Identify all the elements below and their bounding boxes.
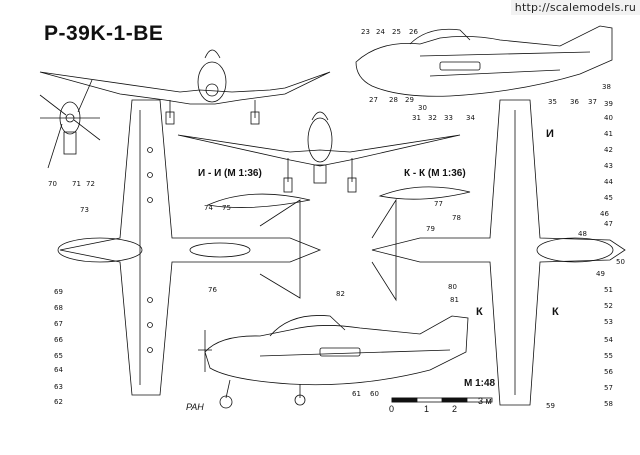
callout-number: 80 — [448, 283, 457, 291]
callout-number: 32 — [428, 114, 437, 122]
callout-number: 58 — [604, 400, 613, 408]
side-view-main — [198, 315, 469, 409]
callout-number: 66 — [54, 336, 63, 344]
front-view-aircraft — [39, 49, 331, 125]
callout-number: 53 — [604, 318, 613, 326]
watermark-text: http://scalemodels.ru — [510, 0, 640, 15]
callout-number: 40 — [604, 114, 613, 122]
callout-number: 28 — [389, 96, 398, 104]
callout-number: 63 — [54, 383, 63, 391]
callout-number: 45 — [604, 194, 613, 202]
author-signature: РАН — [186, 402, 204, 412]
callout-number: 76 — [208, 286, 217, 294]
front-view-small — [39, 79, 101, 169]
callout-number: 73 — [80, 206, 89, 214]
section-mark-k-left: К — [476, 306, 483, 318]
callout-number: 26 — [409, 28, 418, 36]
callout-number: 60 — [370, 390, 379, 398]
callout-number: 49 — [596, 270, 605, 278]
callout-number: 24 — [376, 28, 385, 36]
callout-number: 48 — [578, 230, 587, 238]
scale-tick-1: 1 — [424, 404, 430, 414]
callout-number: 25 — [392, 28, 401, 36]
callout-number: 27 — [369, 96, 378, 104]
callout-number: 30 — [418, 104, 427, 112]
callout-number: 62 — [54, 398, 63, 406]
drawing-title: P-39K-1-BE — [44, 22, 164, 45]
callout-number: 35 — [548, 98, 557, 106]
callout-number: 29 — [405, 96, 414, 104]
callout-number: 57 — [604, 384, 613, 392]
callout-number: 38 — [602, 83, 611, 91]
callout-number: 39 — [604, 100, 613, 108]
section-mark-k-right: К — [552, 306, 559, 318]
callout-number: 69 — [54, 288, 63, 296]
plan-view-left — [57, 99, 322, 396]
section-label-kk: К - К (М 1:36) — [404, 168, 466, 179]
callout-number: 75 — [222, 204, 231, 212]
callout-number: 46 — [600, 210, 609, 218]
callout-number: 54 — [604, 336, 613, 344]
callout-number: 77 — [434, 200, 443, 208]
callout-number: 82 — [336, 290, 345, 298]
front-view-large — [177, 111, 461, 193]
plan-view-right — [371, 99, 626, 406]
section-kk — [378, 186, 471, 200]
callout-number: 71 — [72, 180, 81, 188]
scale-tick-3: 3 м — [478, 396, 492, 406]
callout-number: 47 — [604, 220, 613, 228]
callout-number: 44 — [604, 178, 613, 186]
callout-number: 31 — [412, 114, 421, 122]
callout-number: 65 — [54, 352, 63, 360]
callout-number: 61 — [352, 390, 361, 398]
callout-number: 68 — [54, 304, 63, 312]
scale-tick-0: 0 — [389, 404, 395, 414]
callout-number: 52 — [604, 302, 613, 310]
section-mark-i: И — [546, 128, 554, 140]
callout-number: 50 — [616, 258, 625, 266]
side-view-top — [355, 25, 613, 97]
callout-number: 51 — [604, 286, 613, 294]
scale-tick-2: 2 — [452, 404, 458, 414]
callout-number: 67 — [54, 320, 63, 328]
callout-number: 70 — [48, 180, 57, 188]
callout-number: 55 — [604, 352, 613, 360]
callout-number: 34 — [466, 114, 475, 122]
callout-number: 74 — [204, 204, 213, 212]
callout-number: 81 — [450, 296, 459, 304]
callout-number: 36 — [570, 98, 579, 106]
callout-number: 64 — [54, 366, 63, 374]
callout-number: 37 — [588, 98, 597, 106]
callout-number: 56 — [604, 368, 613, 376]
callout-number: 41 — [604, 130, 613, 138]
section-ii — [206, 193, 311, 208]
callout-number: 42 — [604, 146, 613, 154]
callout-number: 59 — [546, 402, 555, 410]
callout-number: 23 — [361, 28, 370, 36]
callout-number: 33 — [444, 114, 453, 122]
callout-number: 78 — [452, 214, 461, 222]
callout-number: 72 — [86, 180, 95, 188]
scale-label: М 1:48 — [464, 378, 496, 389]
scale-bar — [391, 397, 493, 403]
section-label-ii: И - И (М 1:36) — [198, 168, 262, 179]
callout-number: 79 — [426, 225, 435, 233]
callout-number: 43 — [604, 162, 613, 170]
